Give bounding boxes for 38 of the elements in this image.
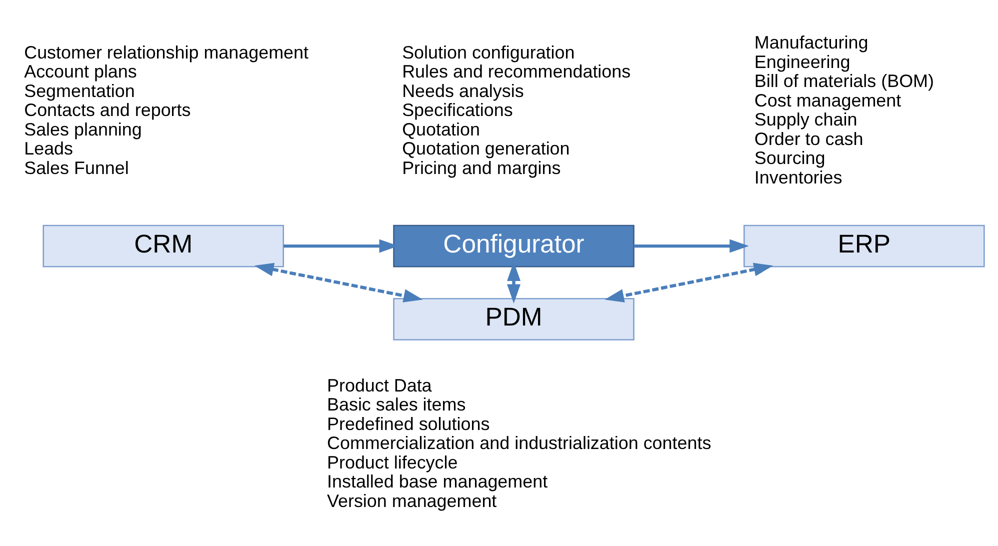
node-label: Order to cash	[754, 128, 864, 149]
node-label: Customer relationship management	[24, 42, 309, 62]
node-label: Quotation generation	[402, 138, 570, 159]
node-label: Bill of materials (BOM)	[754, 71, 934, 92]
node-label: Rules and recommendations	[402, 62, 631, 82]
arrow	[254, 262, 423, 302]
node-box: PDM	[393, 298, 634, 340]
node-label: Engineering	[754, 52, 850, 72]
arrow	[634, 239, 749, 253]
node-label: Solution configuration	[402, 42, 575, 62]
node-label: Commercialization and industrialization contents	[327, 433, 712, 454]
node-label: Manufacturing	[754, 32, 868, 53]
node-label: Cost management	[754, 90, 902, 110]
arrow	[604, 262, 774, 302]
node-label: Leads	[24, 138, 74, 159]
node-label: Account plans	[24, 62, 137, 82]
node-label: Sales planning	[24, 119, 142, 140]
arrow	[507, 262, 521, 304]
node-label: Needs analysis	[402, 80, 524, 101]
node-box: CRM	[42, 224, 284, 268]
node-label: Installed base management	[327, 472, 548, 492]
node-label: Sales Funnel	[24, 158, 129, 178]
node-label: Version management	[327, 490, 497, 511]
node-label: Product Data	[327, 375, 432, 396]
node-label: Contacts and reports	[24, 100, 191, 120]
node-label: Predefined solutions	[327, 414, 490, 434]
node-label: Basic sales items	[327, 394, 466, 415]
node-label: Sourcing	[754, 148, 826, 168]
node-box: Configurator	[393, 224, 634, 268]
node-label: Quotation	[402, 119, 480, 140]
node-label: Pricing and margins	[402, 158, 561, 178]
arrow	[283, 239, 399, 253]
node-label: Product lifecycle	[327, 452, 458, 472]
node-label: Inventories	[754, 167, 842, 188]
node-label: Segmentation	[24, 80, 135, 101]
node-label: Supply chain	[754, 110, 858, 130]
node-label: Specifications	[402, 100, 513, 120]
node-box: ERP	[744, 224, 985, 268]
